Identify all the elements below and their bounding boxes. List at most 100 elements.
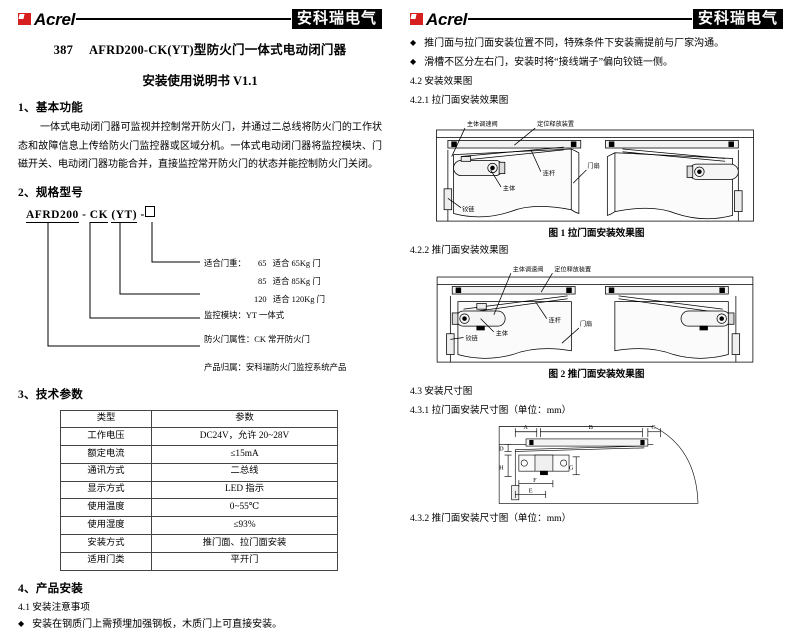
tree-weight-code-0: 65 [258,258,267,268]
header-rule [468,18,692,20]
figure-1-pull-side: 主体调速阀 定位释放装置 连杆 门扇 主体 铰链 [410,111,783,223]
param-value-3: LED 指示 [151,480,338,500]
dim-label-F: F [533,477,537,484]
dim-label-G: G [569,464,574,471]
section-1-text: 一体式电动闭门器可监视并控制常开防火门，并通过二总线将防火门的工作状态和故障信息… [18,122,382,170]
company-name-cn: 安科瑞电气 [692,8,783,30]
figure-3-dimensions: A B C D H F G E [410,421,783,507]
note-bullet-1: ◆ 滑槽不区分左右门，安装时将“接线端子”偏向铰链一侧。 [410,55,783,71]
doc-number: 387 [53,43,74,57]
fig1-label-body: 主体 [503,184,515,192]
param-key-7: 适用门类 [60,551,152,571]
param-value-4: 0~55℃ [151,498,338,518]
tree-weight-row-2: 120 适合 120Kg 门 [254,293,325,305]
section-heading-4-1: 4.1 安装注意事项 [18,601,90,613]
section-heading-2: 2、规格型号 [18,186,84,199]
tree-weight-desc-2: 适合 120Kg 门 [272,294,325,304]
brand-header-left: Acrel 安科瑞电气 [18,8,382,30]
doc-subtitle: 安装使用说明书 V1.1 [142,74,258,88]
dim-label-D: D [499,445,504,452]
brand-logo-text: Acrel [426,9,468,29]
table-row: 适用门类 平开门 [60,551,338,571]
figure-2-caption: 图 2 推门面安装效果图 [548,369,645,381]
figure-1-caption: 图 1 拉门面安装效果图 [548,227,645,239]
tree-label-weight: 适合门重： [204,257,246,269]
section-heading-4-2: 4.2 安装效果图 [410,76,473,87]
note-text-1: 滑槽不区分左右门，安装时将“接线端子”偏向铰链一侧。 [424,56,674,68]
parameters-table: 类型 参数 工作电压 DC24V，允许 20~28V 额定电流 ≤15mA 通讯… [60,409,338,571]
fig1-label-release: 定位释放装置 [537,120,574,128]
table-row: 工作电压 DC24V，允许 20~28V [60,427,338,447]
note-bullet-0: ◆ 推门面与拉门面安装位置不同，特殊条件下安装需提前与厂家沟通。 [410,36,783,52]
table-row: 使用温度 0~55℃ [60,498,338,518]
model-part-3: (YT) [111,208,138,223]
table-header-value: 参数 [151,409,338,429]
param-key-1: 额定电流 [60,445,152,464]
tree-weight-label-text: 适合门重： [204,258,246,268]
tree-weight-desc-1: 适合 85Kg 门 [272,276,321,286]
model-blank-box-icon [144,205,155,217]
param-value-7: 平开门 [151,551,338,571]
model-tree-lines [47,221,200,346]
table-row: 额定电流 ≤15mA [60,445,338,464]
brand-header-right: Acrel 安科瑞电气 [410,8,783,30]
install-note-text: 安装在钢质门上需预埋加强钢板，木质门上可直接安装。 [32,619,283,631]
param-value-0: DC24V，允许 20~28V [151,427,338,447]
dim-label-H: H [499,464,504,471]
tree-label-module: 监控模块：YT 一体式 [204,310,285,320]
fig1-label-valve: 主体调速阀 [467,120,498,128]
table-row: 通讯方式 二总线 [60,462,338,482]
diamond-bullet-icon: ◆ [410,56,417,66]
fig2-label-rod: 连杆 [549,316,561,324]
dim-label-E: E [529,487,533,494]
doc-title-text: AFRD200-CK(YT)型防火门一体式电动闭门器 [89,43,347,57]
dim-label-B: B [589,424,593,431]
param-key-5: 使用湿度 [60,516,152,536]
section-heading-4-2-2: 4.2.2 推门面安装效果图 [410,244,509,256]
fig2-label-leaf: 门扇 [580,320,592,328]
tree-weight-row-1: 85 适合 85Kg 门 [258,275,321,287]
fig1-label-rod: 连杆 [543,169,555,177]
param-key-4: 使用温度 [60,498,152,518]
tree-weight-code-1: 85 [258,276,267,286]
brand-logo-text: Acrel [34,9,76,29]
fig2-label-valve: 主体调速阀 [513,265,544,273]
right-column: Acrel 安科瑞电气 ◆ 推门面与拉门面安装位置不同，特殊条件下安装需提前与厂… [396,0,793,561]
model-part-2: CK [89,208,109,223]
header-rule [76,18,291,20]
fig2-label-body: 主体 [496,330,508,338]
tree-label-ownership: 产品归属：安科瑞防火门监控系统产品 [204,362,347,372]
acrel-logo-icon [18,13,31,25]
page-title: 387 AFRD200-CK(YT)型防火门一体式电动闭门器 [18,39,382,58]
figure-2-push-side: 主体调速阀 定位释放装置 连杆 门扇 主体 铰链 [410,260,783,364]
tree-label-attribute: 防火门属性：CK 常开防火门 [204,334,310,344]
table-row: 显示方式 LED 指示 [60,480,338,500]
section-heading-4-3: 4.3 安装尺寸图 [410,386,473,398]
fig2-label-release: 定位释放装置 [554,265,591,273]
section-heading-4: 4、产品安装 [18,582,84,595]
diamond-bullet-icon: ◆ [410,38,417,47]
tree-weight-code-2: 120 [254,294,267,304]
model-code-line: AFRD200 - CK (YT) - [18,205,382,223]
section-heading-4-2-1: 4.2.1 拉门面安装效果图 [410,95,509,107]
param-value-6: 推门面、拉门面安装 [151,534,338,553]
install-note-bullet: ◆ 安装在钢质门上需预埋加强钢板，木质门上可直接安装。 [18,617,382,633]
note-text-0: 推门面与拉门面安装位置不同，特殊条件下安装需提前与厂家沟通。 [424,38,725,49]
document-page: Acrel 安科瑞电气 387 AFRD200-CK(YT)型防火门一体式电动闭门… [0,0,793,561]
param-key-2: 通讯方式 [60,462,152,482]
tree-weight-row-0: 65 适合 65Kg 门 [258,257,321,269]
param-key-3: 显示方式 [60,480,152,500]
company-name-cn: 安科瑞电气 [291,8,382,30]
section-heading-3: 3、技术参数 [18,388,84,401]
model-prefix: AFRD200 [26,208,79,223]
model-dash-1: - [82,208,87,221]
fig1-label-leaf: 门扇 [587,162,599,170]
param-value-2: 二总线 [151,462,338,482]
fig1-label-hinge: 铰链 [462,205,474,213]
table-row: 安装方式 推门面、拉门面安装 [60,534,338,553]
dim-label-C: C [651,424,655,431]
table-row: 使用湿度 ≤93% [60,516,338,536]
section-heading-1: 1、基本功能 [18,102,84,114]
model-code-diagram: AFRD200 - CK (YT) - 适合门重： 65 适合 65Kg [18,205,382,372]
param-value-5: ≤93% [151,516,338,536]
